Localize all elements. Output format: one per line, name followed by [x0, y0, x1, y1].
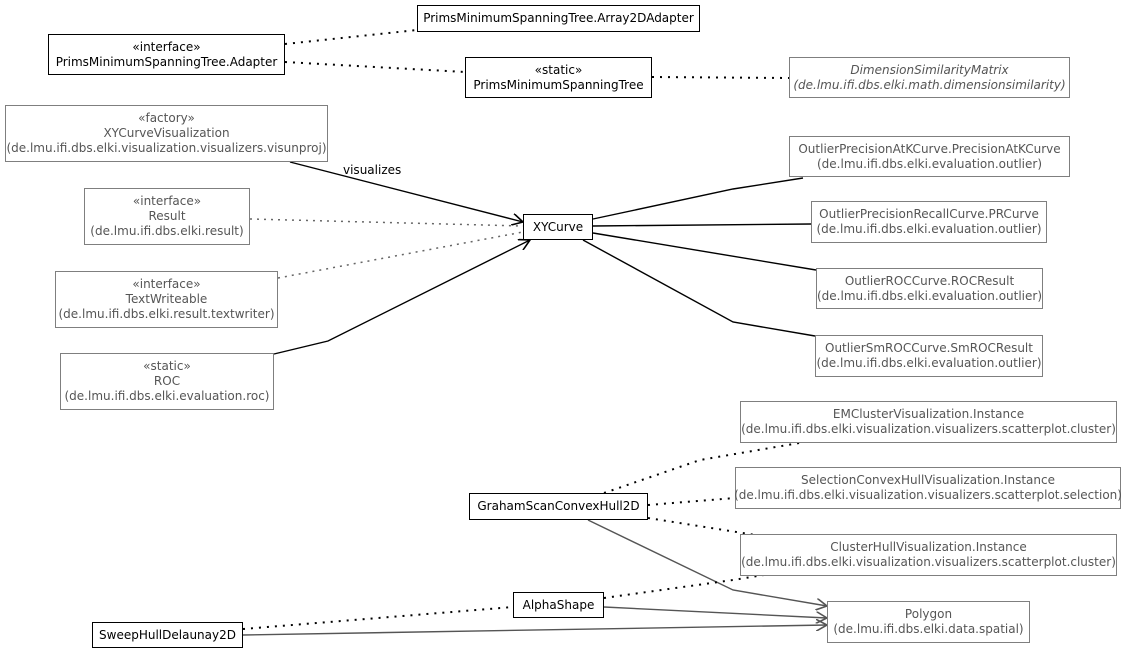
node-name: SweepHullDelaunay2D: [99, 627, 236, 642]
node-polygon[interactable]: Polygon (de.lmu.ifi.dbs.elki.data.spatia…: [827, 601, 1030, 643]
node-roc-result[interactable]: OutlierROCCurve.ROCResult (de.lmu.ifi.db…: [816, 268, 1043, 309]
edge-xycurve-patk: [592, 177, 804, 220]
node-stereotype: «static»: [534, 62, 583, 77]
node-prims[interactable]: «static» PrimsMinimumSpanningTree: [465, 57, 652, 98]
node-name: ClusterHullVisualization.Instance: [830, 540, 1027, 554]
node-name: Polygon: [904, 607, 953, 621]
node-package: (de.lmu.ifi.dbs.elki.visualization.visua…: [741, 422, 1116, 436]
node-stereotype: «factory»: [138, 111, 195, 125]
node-pr-curve[interactable]: OutlierPrecisionRecallCurve.PRCurve (de.…: [811, 201, 1047, 243]
node-package: (de.lmu.ifi.dbs.elki.result.textwriter): [58, 307, 275, 321]
edge-xycurve-rocres: [592, 232, 817, 271]
node-name: DimensionSimilarityMatrix: [850, 62, 1009, 77]
node-prims-adapter[interactable]: «interface» PrimsMinimumSpanningTree.Ada…: [48, 34, 285, 75]
node-stereotype: «interface»: [132, 39, 201, 54]
edge-xyvis-xycurve: [289, 161, 523, 222]
node-name: PrimsMinimumSpanningTree.Array2DAdapter: [423, 11, 694, 25]
node-name: Result: [148, 209, 186, 223]
node-name: AlphaShape: [522, 597, 595, 612]
node-smroc-result[interactable]: OutlierSmROCCurve.SmROCResult (de.lmu.if…: [815, 335, 1043, 377]
node-name: TextWriteable: [125, 292, 208, 306]
node-name: OutlierROCCurve.ROCResult: [844, 273, 1015, 288]
node-name: OutlierPrecisionRecallCurve.PRCurve: [819, 207, 1039, 221]
node-em-cluster-visualization[interactable]: EMClusterVisualization.Instance (de.lmu.…: [740, 401, 1117, 443]
node-name: OutlierSmROCCurve.SmROCResult: [825, 341, 1033, 355]
node-stereotype: «static»: [143, 359, 191, 373]
edge-adapter-prims: [284, 61, 466, 73]
node-package: (de.lmu.ifi.dbs.elki.visualization.visua…: [734, 488, 1122, 502]
edge-alpha-polygon: [603, 606, 827, 618]
node-name: OutlierPrecisionAtKCurve.PrecisionAtKCur…: [798, 141, 1061, 156]
node-dimension-similarity-matrix[interactable]: DimensionSimilarityMatrix (de.lmu.ifi.db…: [789, 57, 1070, 98]
node-xycurve-visualization[interactable]: «factory» XYCurveVisualization (de.lmu.i…: [5, 105, 328, 162]
node-package: (de.lmu.ifi.dbs.elki.visualization.visua…: [6, 141, 327, 155]
node-name: ROC: [153, 374, 181, 388]
edge-sweep-polygon: [242, 625, 827, 636]
node-package: (de.lmu.ifi.dbs.elki.evaluation.outlier): [817, 288, 1043, 303]
node-package: (de.lmu.ifi.dbs.elki.evaluation.roc): [64, 389, 270, 403]
edge-alpha-chv: [603, 573, 771, 599]
node-sweep-hull-delaunay-2d[interactable]: SweepHullDelaunay2D: [92, 622, 243, 648]
edge-graham-selcv: [647, 497, 736, 506]
node-xycurve[interactable]: XYCurve: [523, 214, 593, 240]
node-name: PrimsMinimumSpanningTree.Adapter: [55, 54, 278, 69]
edge-label-visualizes: visualizes: [343, 163, 402, 177]
node-package: (de.lmu.ifi.dbs.elki.evaluation.outlier): [816, 222, 1042, 236]
node-package: (de.lmu.ifi.dbs.elki.result): [90, 224, 244, 238]
node-name: SelectionConvexHullVisualization.Instanc…: [801, 473, 1055, 487]
edge-sweep-alpha: [242, 606, 514, 630]
node-roc[interactable]: «static» ROC (de.lmu.ifi.dbs.elki.evalua…: [60, 353, 274, 410]
node-precision-at-k-curve[interactable]: OutlierPrecisionAtKCurve.PrecisionAtKCur…: [789, 136, 1070, 177]
node-array2d-adapter[interactable]: PrimsMinimumSpanningTree.Array2DAdapter: [417, 5, 700, 32]
node-selection-convex-hull-visualization[interactable]: SelectionConvexHullVisualization.Instanc…: [734, 467, 1122, 509]
edge-adapter-array2d: [284, 29, 418, 45]
edge-roc-xycurve: [273, 240, 530, 355]
edge-prims-dimsim: [651, 76, 790, 79]
edge-textw-xycurve: [277, 231, 524, 279]
node-package: (de.lmu.ifi.dbs.elki.evaluation.outlier): [816, 356, 1042, 370]
node-name: EMClusterVisualization.Instance: [832, 407, 1025, 421]
node-name: PrimsMinimumSpanningTree: [473, 77, 644, 92]
node-graham-scan-convex-hull-2d[interactable]: GrahamScanConvexHull2D: [469, 493, 648, 520]
edge-xycurve-prc: [592, 223, 812, 227]
node-stereotype: «interface»: [132, 277, 201, 291]
edge-graham-emcv: [603, 441, 806, 494]
node-cluster-hull-visualization[interactable]: ClusterHullVisualization.Instance (de.lm…: [740, 534, 1117, 576]
node-package: (de.lmu.ifi.dbs.elki.evaluation.outlier): [816, 156, 1042, 171]
edge-xycurve-smroc: [582, 239, 816, 337]
node-package: (de.lmu.ifi.dbs.elki.visualization.visua…: [741, 555, 1116, 569]
node-alpha-shape[interactable]: AlphaShape: [513, 592, 604, 618]
node-name: XYCurve: [532, 219, 584, 234]
node-text-writeable[interactable]: «interface» TextWriteable (de.lmu.ifi.db…: [55, 271, 278, 328]
edge-result-xycurve: [249, 218, 524, 227]
node-package: (de.lmu.ifi.dbs.elki.math.dimensionsimil…: [793, 77, 1066, 92]
node-name: XYCurveVisualization: [103, 126, 230, 140]
node-result[interactable]: «interface» Result (de.lmu.ifi.dbs.elki.…: [84, 188, 250, 245]
edge-graham-polygon: [587, 519, 827, 606]
node-package: (de.lmu.ifi.dbs.elki.data.spatial): [833, 622, 1024, 636]
node-stereotype: «interface»: [132, 194, 202, 208]
node-name: GrahamScanConvexHull2D: [477, 499, 640, 513]
